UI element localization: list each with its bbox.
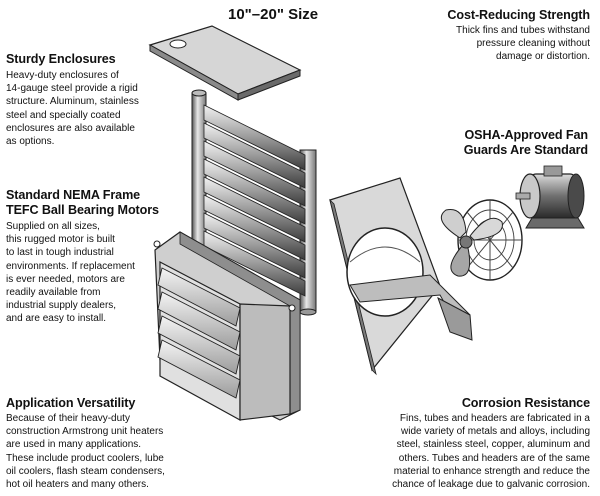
cost-reducing-strength-text: Thick fins and tubes withstand pressure … [390,24,590,64]
text-line: Heavy-duty enclosures of [6,70,119,81]
text-line: steel and specially coated [6,109,121,121]
text-line: damage or distortion. [496,51,590,63]
text-line: pressure cleaning without [476,38,590,50]
text-line: environments. If replacement [6,260,135,272]
text-line: wide variety of metals and alloys, inclu… [401,426,590,438]
text-line: material to enhance strength and reduce … [393,465,590,477]
heading-line: OSHA-Approved Fan [464,128,588,142]
text-line: 14-gauge steel provide a rigid [6,83,138,95]
sturdy-enclosures-text: Heavy-duty enclosures of 14-gauge steel … [6,69,174,148]
sturdy-enclosures-heading: Sturdy Enclosures [6,52,116,66]
heading-line: Standard NEMA Frame [6,188,141,202]
fan-mounting-plate [329,177,473,376]
text-line: this rugged motor is built [6,234,115,246]
text-line: Supplied on all sizes, [6,221,100,232]
louvered-casing [153,231,301,422]
text-line: others. Tubes and headers are of the sam… [398,452,590,464]
cost-reducing-strength-heading: Cost-Reducing Strength [447,8,590,22]
text-line: to last in tough industrial [6,247,114,259]
text-line: industrial supply dealers, [6,300,117,312]
fan-guard-and-blade [440,199,523,281]
osha-fan-guards-heading: OSHA-Approved Fan Guards Are Standard [388,128,588,158]
text-line: hot oil heaters and many others. [6,479,149,491]
text-line: Fins, tubes and headers are fabricated i… [399,413,590,424]
heading-line: Guards Are Standard [463,143,588,157]
text-line: steel, stainless steel, copper, aluminum… [396,439,590,451]
coil-assembly [191,89,317,316]
nema-motor-text: Supplied on all sizes, this rugged motor… [6,220,171,326]
corrosion-resistance-text: Fins, tubes and headers are fabricated i… [360,412,590,491]
text-line: structure. Aluminum, stainless [6,96,139,108]
text-line: readily available from [6,287,101,299]
corrosion-resistance-heading: Corrosion Resistance [461,396,590,410]
text-line: as options. [6,136,55,148]
nema-motor-heading: Standard NEMA Frame TEFC Ball Bearing Mo… [6,188,171,218]
application-versatility-text: Because of their heavy-duty construction… [6,412,206,491]
text-line: These include product coolers, lube [6,452,164,464]
text-line: Thick fins and tubes withstand [456,25,590,36]
tefc-motor [515,165,585,229]
text-line: construction Armstrong unit heaters [6,426,164,438]
text-line: chance of leakage due to galvanic corros… [392,479,590,491]
diagram-title: 10"–20" Size [228,6,319,23]
text-line: enclosures are also available [6,122,135,134]
text-line: oil coolers, flash steam condensers, [6,465,165,477]
nema-motor-callout: Standard NEMA Frame TEFC Ball Bearing Mo… [6,188,171,326]
text-line: is ever needed, motors are [6,273,125,285]
application-versatility-callout: Application Versatility Because of their… [6,396,206,491]
text-line: and are easy to install. [6,313,107,325]
corrosion-resistance-callout: Corrosion Resistance Fins, tubes and hea… [360,396,590,491]
top-cover-panel [148,25,302,101]
application-versatility-heading: Application Versatility [6,396,136,410]
osha-fan-guards-callout: OSHA-Approved Fan Guards Are Standard [388,128,588,158]
text-line: Because of their heavy-duty [6,413,130,424]
sturdy-enclosures-callout: Sturdy Enclosures Heavy-duty enclosures … [6,52,174,148]
heading-line: TEFC Ball Bearing Motors [6,203,159,217]
text-line: are used in many applications. [6,439,142,451]
cost-reducing-strength-callout: Cost-Reducing Strength Thick fins and tu… [390,8,590,64]
